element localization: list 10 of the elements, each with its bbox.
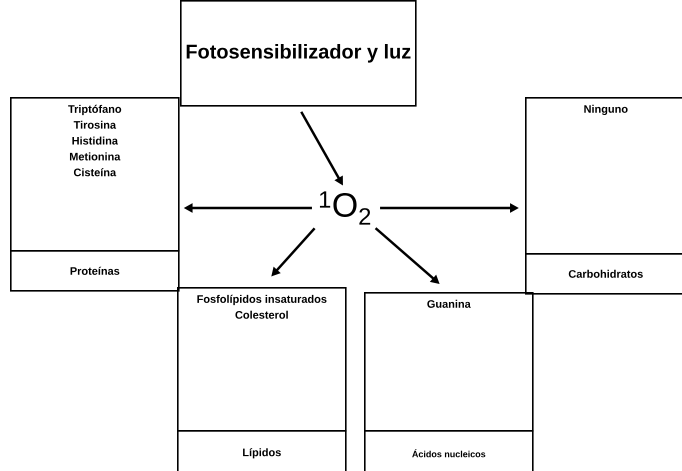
category-box: Proteínas bbox=[10, 250, 180, 292]
list-box: Triptófano Tirosina Histidina Metionina Cisteína bbox=[10, 97, 180, 252]
title-box: Fotosensibilizador y luz bbox=[180, 0, 417, 107]
category-box: Lípidos bbox=[177, 430, 347, 471]
list-box: Fosfolípidos insaturados Colesterol bbox=[177, 287, 347, 432]
list-box: Ninguno bbox=[525, 97, 682, 255]
category-box: Carbohidratos bbox=[525, 253, 682, 295]
list-box: Guanina bbox=[364, 292, 534, 432]
category-box: Ácidos nucleicos bbox=[364, 430, 534, 471]
formula-label: $^{1}$O$_{2}$ bbox=[320, 191, 370, 225]
